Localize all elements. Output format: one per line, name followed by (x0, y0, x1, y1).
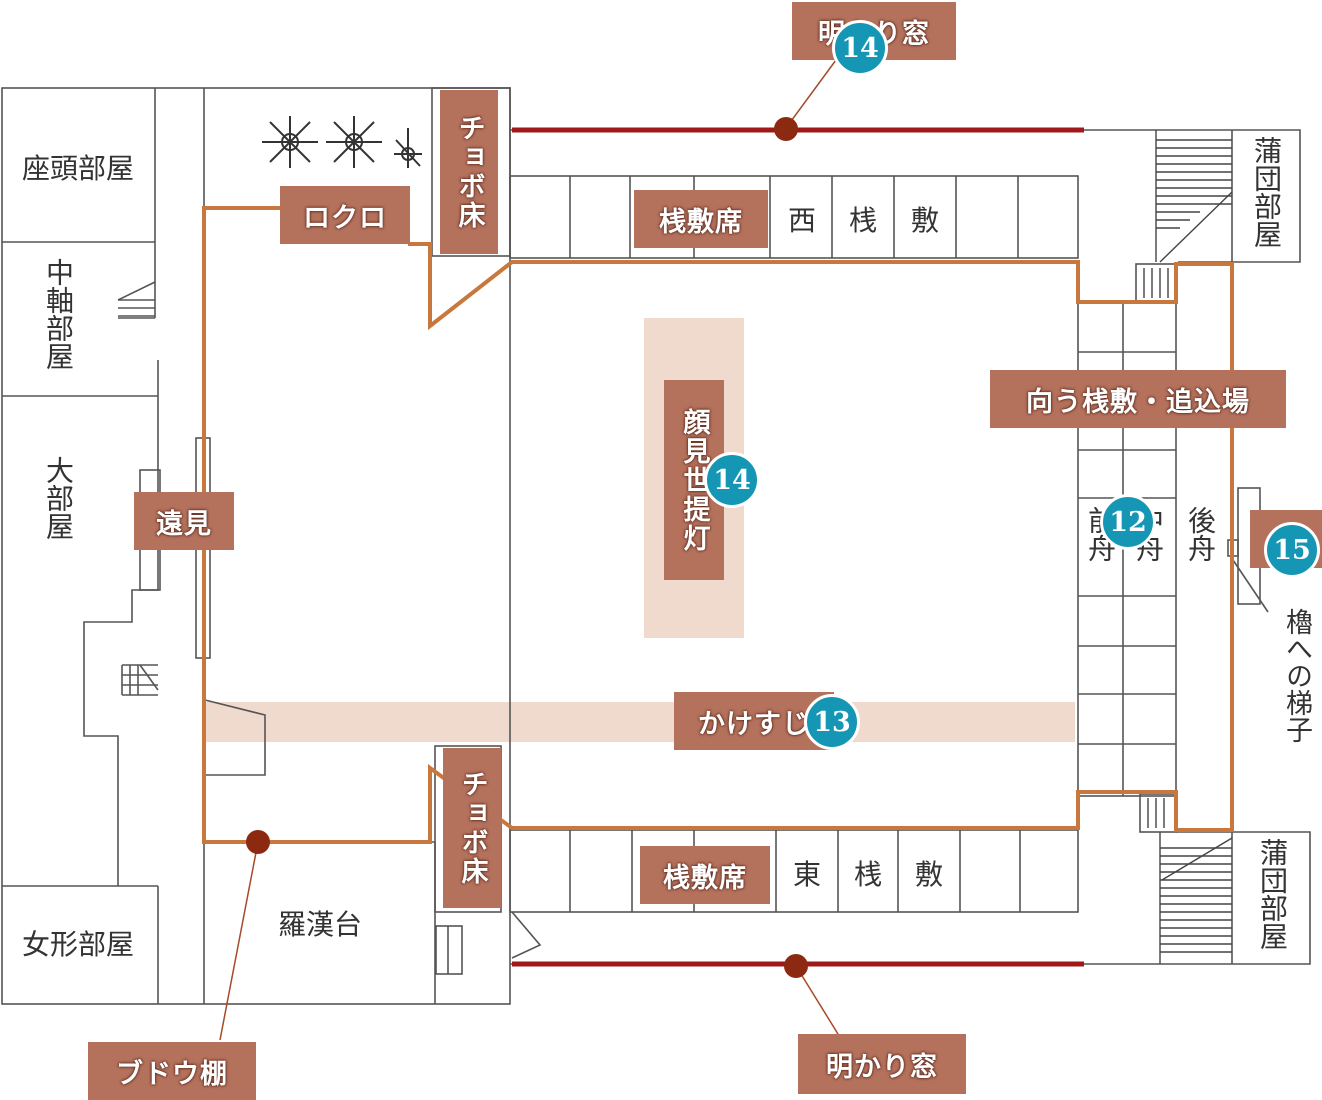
higashi-sajiki-2: 桟 (854, 858, 882, 891)
callout-mukou: 向う桟敷・追込場 (990, 370, 1286, 428)
room-nakajiku: 中軸部屋 (42, 258, 75, 370)
room-atobune: 後舟 (1184, 506, 1217, 562)
nishi-sajiki-1: 西 (788, 204, 816, 237)
nishi-sajiki-2: 桟 (849, 204, 877, 237)
callout-rokuro: ロクロ (280, 186, 410, 244)
room-onnagata: 女形部屋 (22, 928, 134, 961)
nishi-sajiki-3: 敷 (911, 204, 939, 237)
room-futon-top: 蒲団部屋 (1250, 136, 1283, 248)
callout-choboyuka-bottom: チョボ床 (443, 748, 501, 908)
stairs-top-right (1143, 130, 1233, 298)
callout-tomi: 遠見 (134, 492, 234, 550)
callout-sajikiseki-bottom: 桟敷席 (640, 846, 770, 904)
yagura-ladder-label: 櫓への梯子 (1281, 608, 1312, 743)
callout-budoudana: ブドウ棚 (88, 1042, 256, 1100)
lighting-fixtures (262, 116, 422, 168)
room-oobeya: 大部屋 (42, 456, 75, 540)
callout-akari-bottom: 明かり窓 (798, 1034, 966, 1094)
higashi-sajiki-1: 東 (793, 858, 821, 891)
badge-kaomise[interactable]: 14 (704, 452, 760, 508)
callout-kakesuji: かけすじ (674, 692, 834, 750)
callout-choboyuka-top: チョボ床 (440, 90, 498, 254)
badge-akari[interactable]: 14 (832, 20, 888, 76)
kakesuji-shade (205, 702, 1075, 742)
badge-yagura[interactable]: 15 (1264, 522, 1320, 578)
badge-fune[interactable]: 12 (1100, 494, 1156, 550)
room-futon-bottom: 蒲団部屋 (1256, 838, 1289, 950)
callout-sajikiseki-top: 桟敷席 (634, 190, 768, 248)
room-rakandai: 羅漢台 (278, 908, 362, 941)
stage-outline (202, 206, 1234, 844)
budoudana-marker (246, 830, 270, 854)
stairs-bottom-right (1147, 798, 1233, 964)
akari-bottom-marker (784, 954, 808, 978)
higashi-sajiki-3: 敷 (915, 858, 943, 891)
akari-top-marker (774, 117, 798, 141)
badge-kakesuji[interactable]: 13 (804, 694, 860, 750)
room-zato: 座頭部屋 (22, 152, 134, 185)
